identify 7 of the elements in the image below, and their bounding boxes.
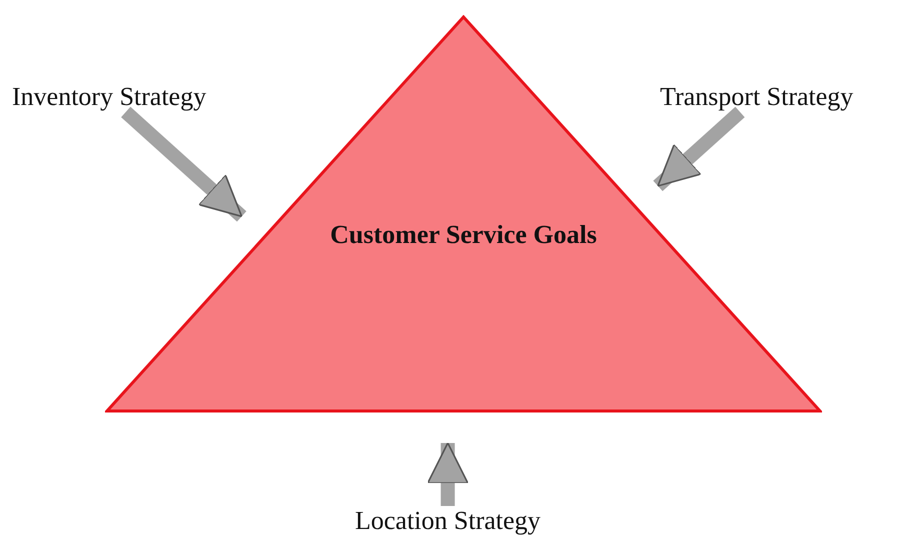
title-text: Customer Service Goals [330,220,597,250]
strategy-label: Location Strategy [355,506,541,536]
strategy-label: Inventory Strategy [12,82,206,112]
block-arrow [426,442,469,506]
strategy-label: Transport Strategy [660,82,854,112]
block-arrow [653,106,745,192]
block-arrow [121,106,246,222]
